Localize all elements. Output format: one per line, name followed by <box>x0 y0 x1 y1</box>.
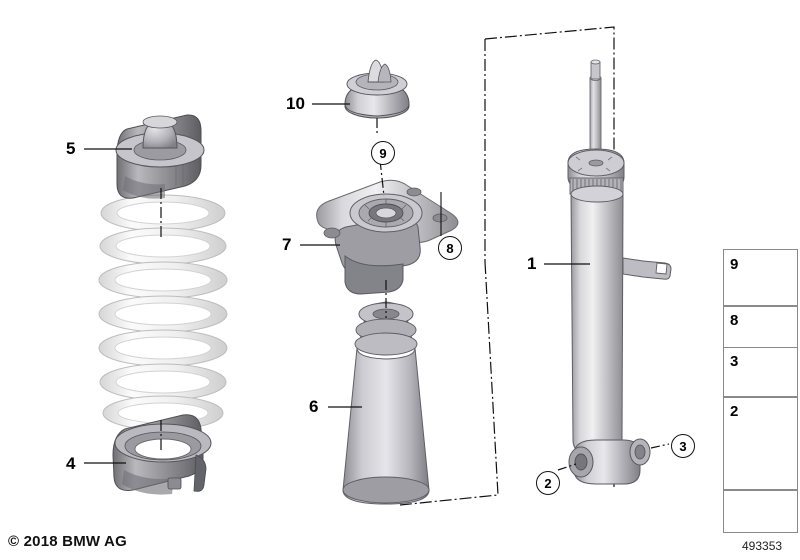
leader-3 <box>650 443 670 449</box>
copyright-notice: © 2018 BMW AG <box>8 533 127 550</box>
strut-mount <box>316 179 459 295</box>
middle-column-axis <box>376 118 387 318</box>
callout-leaders <box>557 443 670 471</box>
legend-number-8: 8 <box>730 312 739 329</box>
legend-cell-2 <box>723 397 798 490</box>
callout-circle-3: 3 <box>671 434 695 458</box>
leader-2 <box>557 463 577 471</box>
shock-absorber <box>567 59 672 485</box>
callout-6: 6 <box>309 397 319 416</box>
callout-circle-9: 9 <box>371 141 395 165</box>
callout-1: 1 <box>527 254 537 273</box>
legend-cell-direction <box>723 490 798 533</box>
legend-cell-9 <box>723 249 798 306</box>
diagram-number: 493353 <box>742 539 783 553</box>
callout-7: 7 <box>282 235 292 254</box>
protective-tube <box>342 301 430 505</box>
upper-spring-pad <box>115 114 205 199</box>
callout-4: 4 <box>66 454 76 473</box>
legend-cell-3 <box>723 347 798 397</box>
callout-circle-8: 8 <box>438 236 462 260</box>
cap-cover <box>344 59 410 119</box>
leader-lines <box>84 103 590 464</box>
callout-10: 10 <box>286 94 305 113</box>
lower-spring-pad <box>112 414 212 495</box>
legend-number-9: 9 <box>730 256 739 273</box>
coil-spring <box>98 194 228 431</box>
callout-5: 5 <box>66 139 76 158</box>
callout-circle-2: 2 <box>536 471 560 495</box>
legend-number-3: 3 <box>730 353 739 370</box>
legend-number-2: 2 <box>730 403 739 420</box>
